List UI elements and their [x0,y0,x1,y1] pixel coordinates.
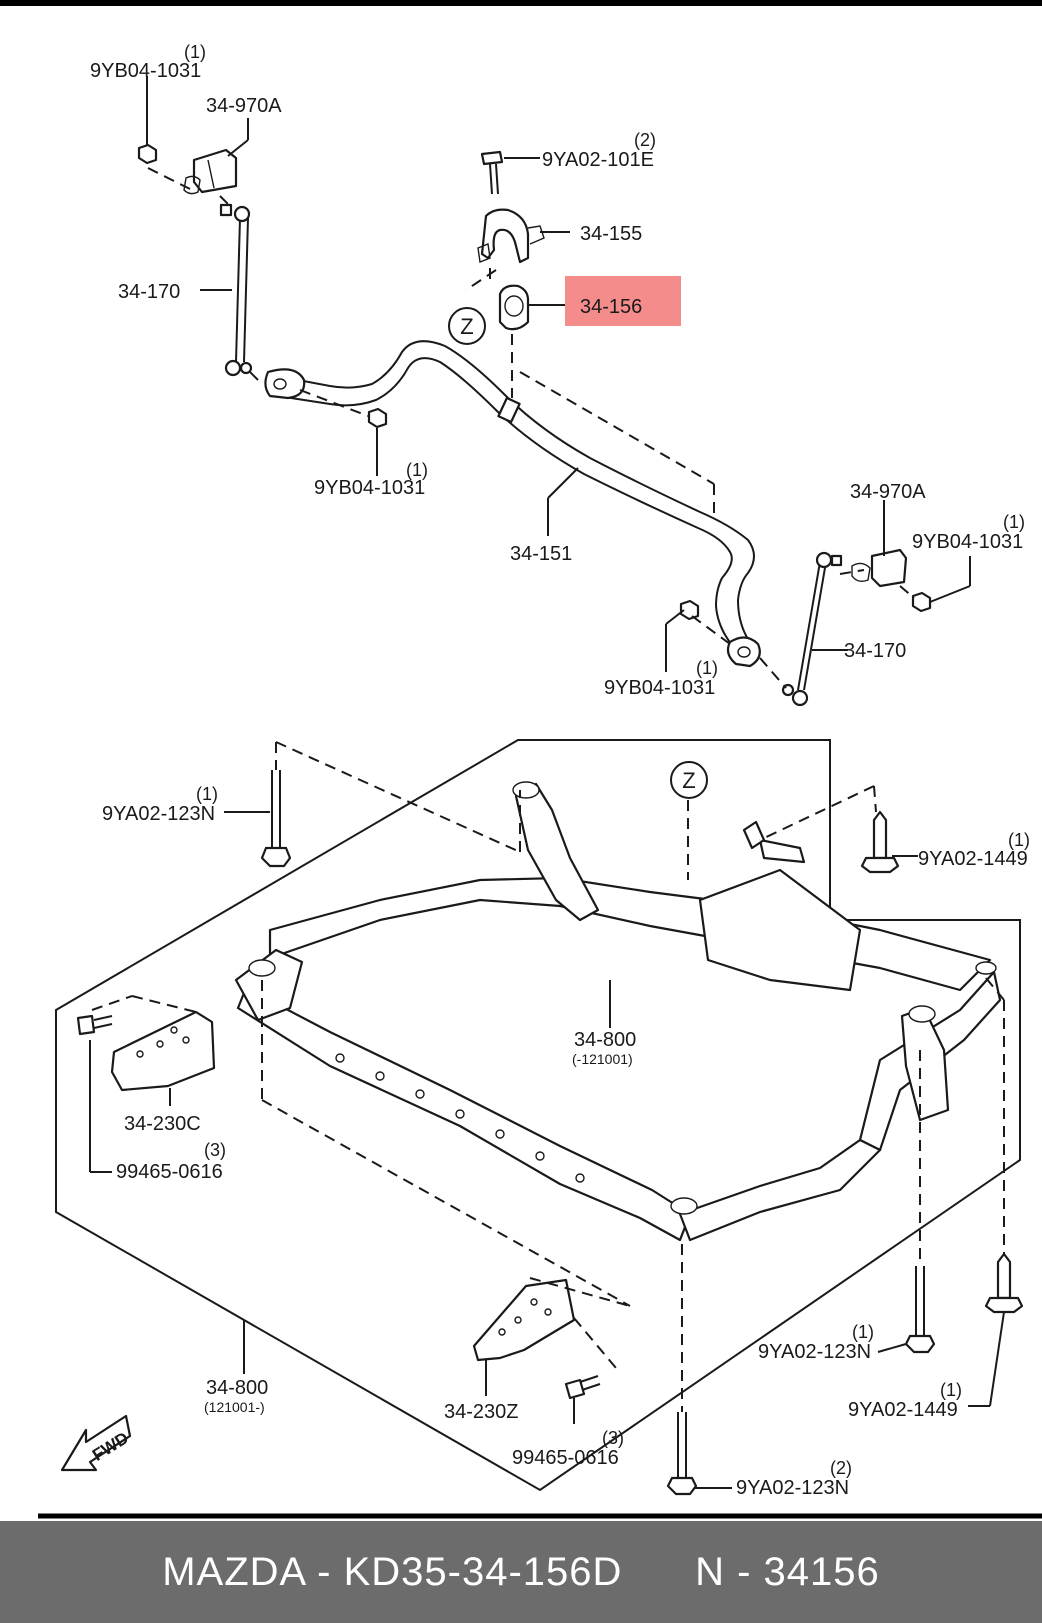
tl-bracket-label: 34-970A [206,95,282,117]
nut-mid [367,407,388,429]
footer-text: MAZDA - KD35-34-156D N - 34156 [162,1550,880,1595]
frame-a-label: 34-800 [574,1029,636,1051]
bolt-1449-right [860,810,900,874]
bolt-top-qty: (2) [634,130,656,150]
frame-boundary [55,739,1021,1492]
nut-right [911,591,932,613]
parts-diagram: Z (1) 9YB04-1031 34-970A 34-170 (2) 9YA0… [0,0,1042,1519]
fwd-arrow-icon: FWD [60,1414,132,1472]
brace-left [110,1010,216,1092]
bolt-1449-right-qty: (1) [1008,830,1030,850]
tr-bracket-label: 34-970A [850,481,926,503]
bolt-top-label: 9YA02-101E [542,149,654,171]
bolt-123n-left-qty: (1) [196,784,218,804]
highlight-box [565,276,681,326]
frame-b-label: 34-800 [206,1377,268,1399]
left-stabilizer-link [219,203,253,377]
nut-top-left [137,143,158,165]
bolt-0616-left-label: 99465-0616 [116,1161,223,1183]
brace-bottom [472,1278,576,1362]
br-nut-qty: (1) [696,658,718,678]
clamp [477,208,545,264]
tr-nut-label: 9YB04-1031 [912,531,1023,553]
bolt-123n-bottom-qty: (2) [830,1458,852,1478]
bushing-label: 34-156 [580,296,642,318]
z-marker-top: Z [460,314,473,339]
crossmember [234,781,1002,1242]
br-nut-label: 9YB04-1031 [604,677,715,699]
mid-nut-label: 9YB04-1031 [314,477,425,499]
bolt-123n-left-label: 9YA02-123N [102,803,215,825]
bolt-123n-bottom-label: 9YA02-123N [736,1477,849,1499]
bolt-123n-right [904,1266,936,1354]
left-bracket [183,148,238,195]
bolt-1449-bottom [984,1252,1024,1314]
footer-n-number: N - 34156 [695,1549,880,1594]
right-stabilizer-link [781,551,843,707]
tr-nut-qty: (1) [1003,512,1025,532]
footer-spacer [622,1550,695,1594]
tr-link-label: 34-170 [844,640,906,662]
tl-nut-label: 9YB04-1031 [90,60,201,82]
right-bracket [851,548,908,588]
bolt-0616-bottom-qty: (3) [602,1428,624,1448]
bolt-0616-left-qty: (3) [204,1140,226,1160]
z-circle-top [448,307,486,345]
nut-bottom-right [679,599,700,621]
bolt-123n-bottom [666,1412,698,1496]
bushing [498,284,530,331]
bolt-123n-right-label: 9YA02-123N [758,1341,871,1363]
top-border [0,0,1042,6]
frame-b-range: (121001-) [204,1399,265,1415]
footer-part-number: MAZDA - KD35-34-156D [162,1549,623,1594]
tl-nut-qty: (1) [184,42,206,62]
tl-link-label: 34-170 [118,281,180,303]
frame-a-range: (-121001) [572,1051,633,1067]
bolt-1449-right-label: 9YA02-1449 [918,848,1028,870]
bolt-1449-bottom-label: 9YA02-1449 [848,1399,958,1421]
bolt-top [480,150,504,195]
mid-nut-qty: (1) [406,460,428,480]
stabilizer-bar-group [264,340,761,668]
bolt-0616-bottom-label: 99465-0616 [512,1447,619,1469]
z-marker-frame: Z [682,768,695,793]
bolt-0616-bottom [564,1375,601,1400]
bolt-1449-bottom-qty: (1) [940,1380,962,1400]
bolt-123n-right-qty: (1) [852,1322,874,1342]
bar-label: 34-151 [510,543,572,565]
footer-bar: MAZDA - KD35-34-156D N - 34156 [0,1521,1042,1623]
brace-c-label: 34-230C [124,1113,201,1135]
z-circle-frame [670,761,708,799]
clamp-label: 34-155 [580,223,642,245]
brace-z-label: 34-230Z [444,1401,519,1423]
bolt-0616-left [76,1014,113,1036]
bolt-123n-left [260,770,292,868]
